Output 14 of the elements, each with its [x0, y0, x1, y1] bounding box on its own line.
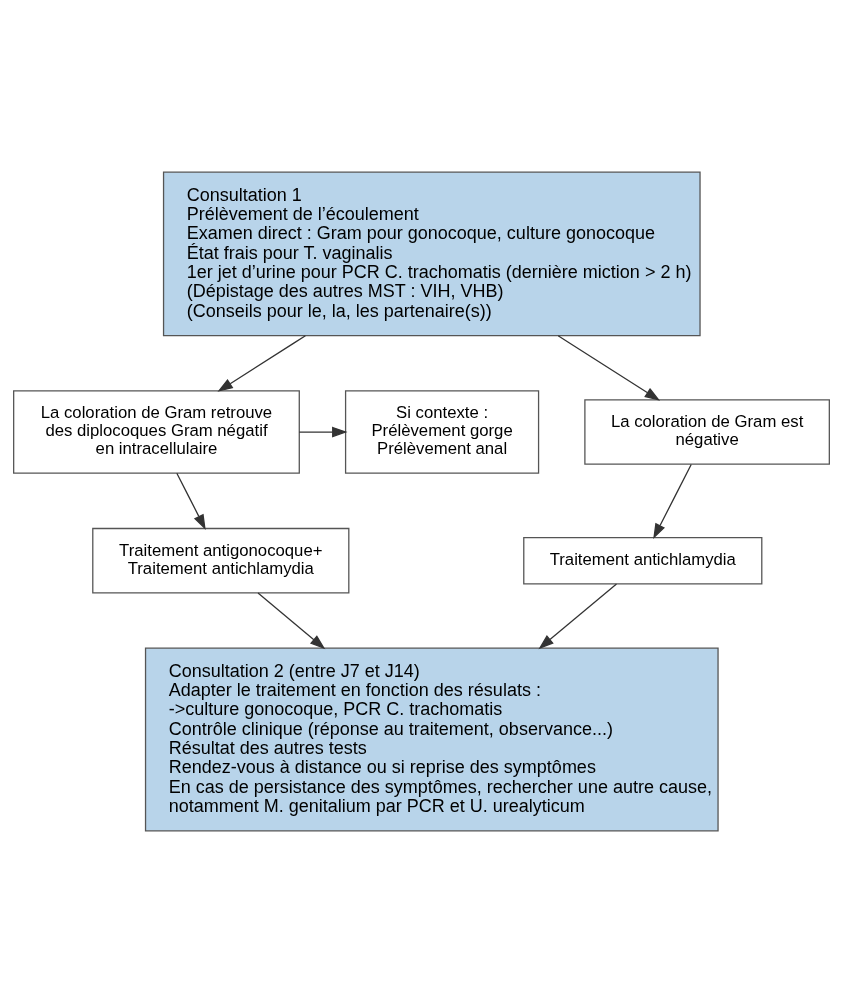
- arrow: [538, 583, 618, 650]
- node-box: Traitement antichlamydia: [523, 536, 763, 585]
- node-box: Traitement antigonocoque+ Traitement antichlamydia: [92, 527, 350, 594]
- arrow: [298, 426, 348, 438]
- node-box: Si contexte : Prélèvement gorge Prélèvement anal: [344, 390, 540, 474]
- arrow: [217, 335, 307, 392]
- arrow: [653, 463, 692, 540]
- node-box: La coloration de Gram est négative: [584, 399, 830, 465]
- arrow: [257, 592, 326, 650]
- arrow: [176, 472, 206, 530]
- node-box: Consultation 2 (entre J7 et J14) Adapter le traitement en fonction des résulats : ->culture gonocoque, PCR C. trachomatis Contrôle clinique (réponse au traitement, observance...) Résultat des autres tests Rendez-vous à distance ou si reprise des symptômes En cas de persistance des symptômes, rechercher une autre cause, notamment M. genitalium par PCR et U. urealyticum: [144, 647, 719, 832]
- arrow: [557, 335, 661, 401]
- node-box: La coloration de Gram retrouve des diplocoques Gram négatif en intracellulaire: [13, 390, 300, 474]
- node-box: Consultation 1 Prélèvement de l’écoulement Examen direct : Gram pour gonocoque, culture gonocoque État frais pour T. vaginalis 1er jet d’urine pour PCR C. trachomatis (dernière miction > 2 h) (Dépistage des autres MST : VIH, VHB) (Conseils pour le, la, les partenaire(s)): [162, 171, 701, 337]
